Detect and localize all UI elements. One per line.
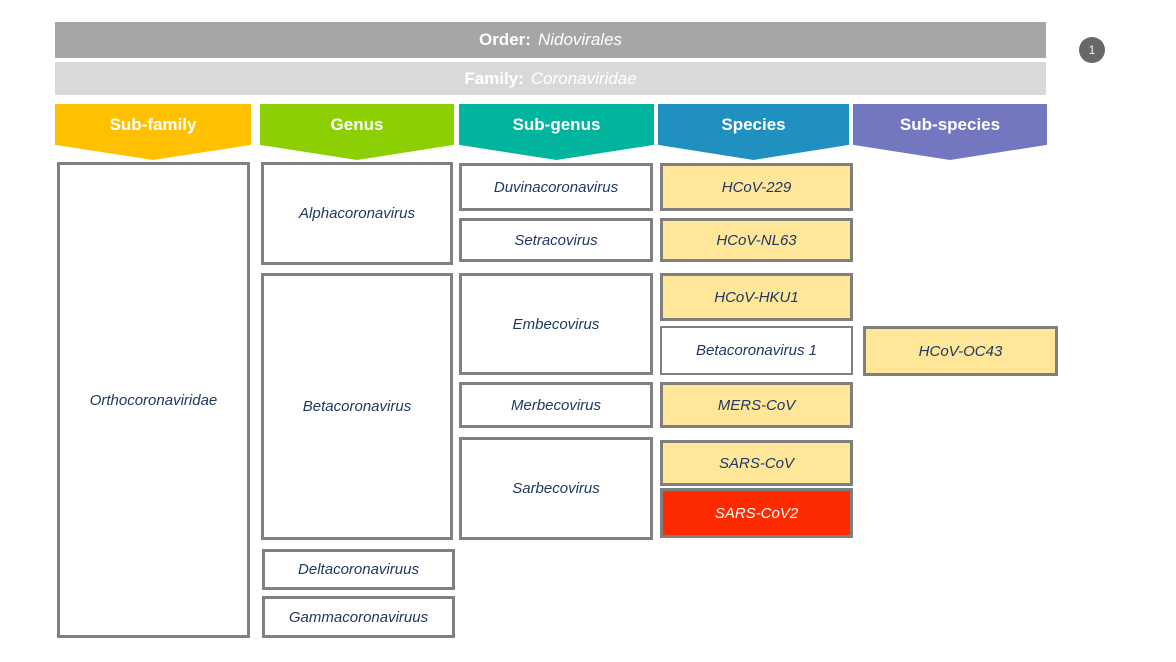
cell-embecovirus: Embecovirus bbox=[459, 273, 653, 375]
column-header-label: Species bbox=[721, 115, 786, 134]
column-header-genus: Genus bbox=[260, 104, 454, 160]
cell-hcov-229: HCoV-229 bbox=[660, 163, 853, 211]
cell-hcov-nl63: HCoV-NL63 bbox=[660, 218, 853, 262]
cell-merbecovirus: Merbecovirus bbox=[459, 382, 653, 428]
order-label: Order: bbox=[478, 30, 531, 49]
cell-gammacoronaviruus: Gammacoronaviruus bbox=[262, 596, 455, 638]
column-header-label: Genus bbox=[330, 115, 384, 134]
cell-deltacoronaviruus: Deltacoronaviruus bbox=[262, 549, 455, 590]
cell-betacoronavirus-1: Betacoronavirus 1 bbox=[660, 326, 853, 375]
cell-sarbecovirus: Sarbecovirus bbox=[459, 437, 653, 540]
cell-mers-cov: MERS-CoV bbox=[660, 382, 853, 428]
cell-orthocoronaviridae: Orthocoronaviridae bbox=[57, 162, 250, 638]
column-header-species: Species bbox=[658, 104, 849, 160]
cell-betacoronavirus: Betacoronavirus bbox=[261, 273, 453, 540]
cell-setracovirus: Setracovirus bbox=[459, 218, 653, 262]
family-banner: Family: Coronaviridae bbox=[55, 62, 1046, 95]
order-value: Nidovirales bbox=[537, 30, 623, 49]
column-header-label: Sub-species bbox=[899, 115, 1001, 134]
family-label: Family: bbox=[464, 68, 524, 88]
cell-sars-cov: SARS-CoV bbox=[660, 440, 853, 486]
cell-duvinacoronavirus: Duvinacoronavirus bbox=[459, 163, 653, 211]
column-header-sub-genus: Sub-genus bbox=[459, 104, 654, 160]
column-header-sub-family: Sub-family bbox=[55, 104, 251, 160]
cell-alphacoronavirus: Alphacoronavirus bbox=[261, 162, 453, 265]
cell-hcov-hku1: HCoV-HKU1 bbox=[660, 273, 853, 321]
cell-hcov-oc43: HCoV-OC43 bbox=[863, 326, 1058, 376]
slide-number-badge: 1 bbox=[1079, 37, 1105, 63]
column-header-label: Sub-family bbox=[109, 115, 197, 134]
column-header-label: Sub-genus bbox=[512, 115, 601, 134]
order-banner: Order: Nidovirales bbox=[55, 22, 1046, 58]
column-header-sub-species: Sub-species bbox=[853, 104, 1047, 160]
family-value: Coronaviridae bbox=[530, 68, 637, 88]
cell-sars-cov2: SARS-CoV2 bbox=[660, 488, 853, 538]
